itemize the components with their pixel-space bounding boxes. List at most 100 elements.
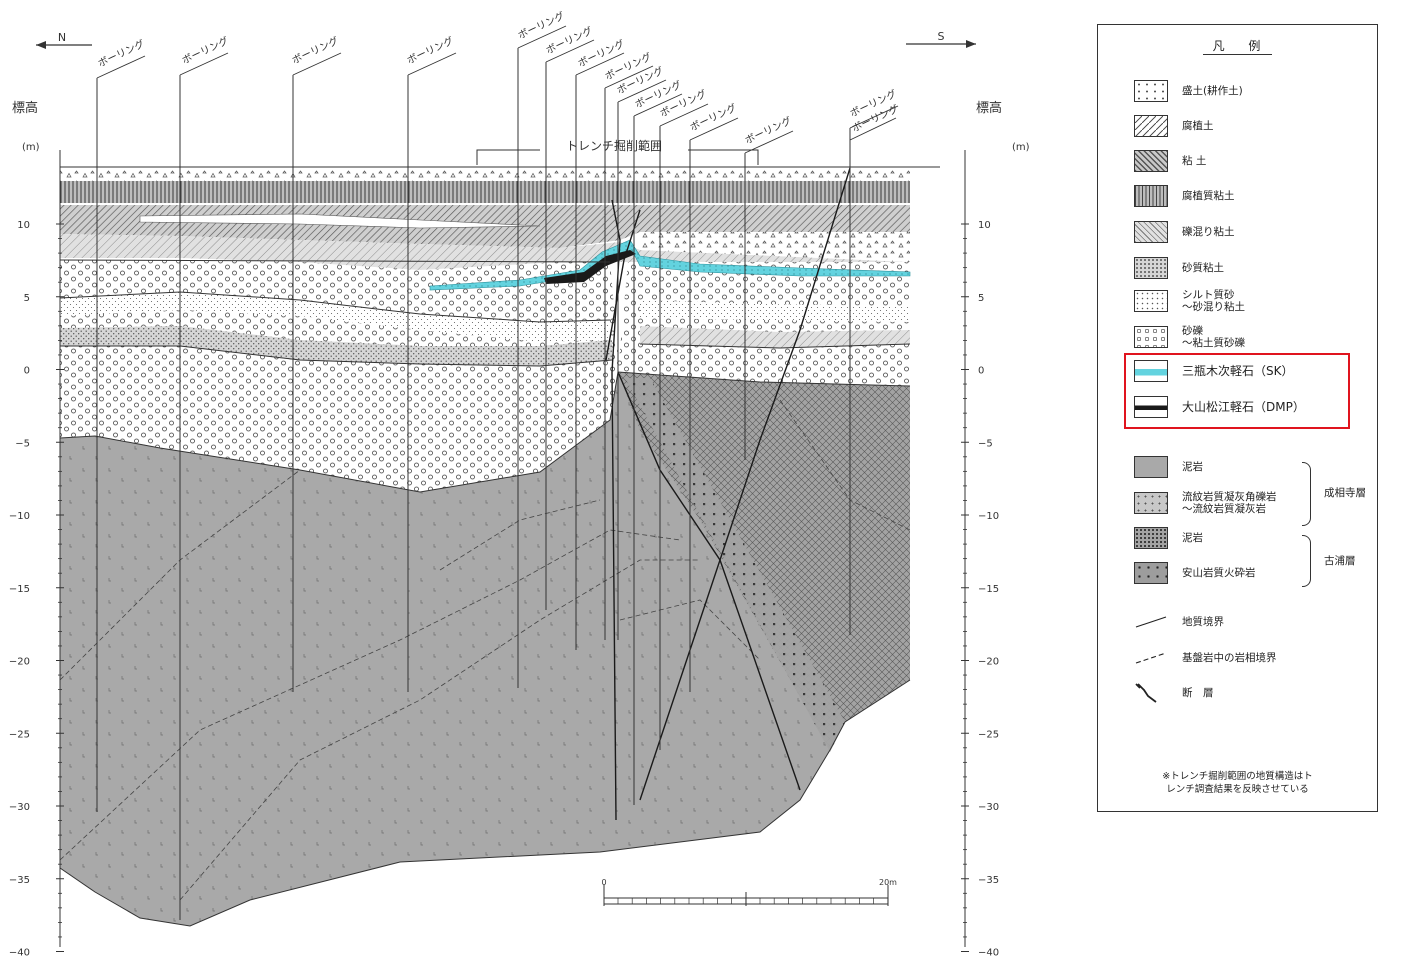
scale-bar: 0 20m: [601, 878, 897, 906]
left-tick-label: −25: [9, 729, 30, 740]
legend-item-label: 泥岩: [1182, 532, 1203, 544]
right-tick-label: −35: [978, 875, 999, 886]
legend-item-label: 地質境界: [1182, 616, 1224, 628]
left-tick-label: 0: [24, 366, 30, 377]
boring-label: ボーリング: [688, 101, 739, 134]
left-tick-label: −20: [9, 657, 30, 668]
bedrock-pyroclastic-zone: [625, 378, 845, 752]
mudstone-dots-icon: [1134, 527, 1168, 549]
legend-item: 腐植質粘土: [1134, 185, 1235, 207]
legend-item-label: 三瓶木次軽石（SK）: [1182, 364, 1294, 378]
andesite-pyroclastic-icon: [1134, 562, 1168, 584]
legend-item: 地質境界: [1134, 611, 1224, 633]
left-tick-label: 5: [24, 293, 30, 304]
legend-item-label: 腐植質粘土: [1182, 190, 1235, 202]
fault-line-icon-icon: [1135, 683, 1157, 703]
left-tick-label: −40: [9, 948, 30, 959]
boring-label: ボーリング: [290, 34, 341, 67]
vertical-lines-icon: [1134, 185, 1168, 207]
right-tick-label: −5: [978, 438, 993, 449]
right-tick-label: −20: [978, 657, 999, 668]
elevation-label-right: 標高: [976, 100, 1002, 116]
sandy-dot-icon: [1134, 257, 1168, 279]
legend-item-label: 砂質粘土: [1182, 262, 1224, 274]
legend-panel: 凡 例 盛土(耕作土) 腐植土粘 土腐植質粘土礫混り粘土砂質粘土シルト質砂 ～砂混…: [1097, 24, 1378, 812]
legend-item: 泥岩: [1134, 527, 1203, 549]
boring-label: ボーリング: [405, 34, 456, 67]
dmp-pumice-icon: [1134, 396, 1168, 418]
silt-band: [60, 292, 610, 342]
legend-item-label: 礫混り粘土: [1182, 226, 1235, 238]
legend-item-label: 断 層: [1182, 687, 1214, 699]
legend-note: ※トレンチ掘削範囲の地質構造はト レンチ調査結果を反映させている: [1162, 771, 1313, 795]
right-tick-label: 0: [978, 366, 984, 377]
silt-band-south: [640, 300, 910, 322]
legend-item-label: 安山岩質火砕岩: [1182, 567, 1256, 579]
dmp-pumice-layer: [544, 250, 636, 284]
geologic-boundaries: [59, 166, 940, 927]
humus-v-icon: [1134, 115, 1168, 137]
right-tick-label: −10: [978, 511, 999, 522]
legend-item: 流紋岩質凝灰角礫岩 ～流紋岩質凝灰岩: [1134, 491, 1277, 515]
legend-item: 断 層: [1134, 682, 1214, 704]
right-tick-label: 5: [978, 293, 984, 304]
right-tick-label: 10: [978, 220, 991, 231]
boring-label: ボーリング: [96, 37, 147, 70]
diagonal-hatch-icon: [1134, 150, 1168, 172]
dashed-boundary-icon-icon: [1135, 652, 1167, 664]
light-hatch-icon: [1134, 221, 1168, 243]
sandy-clay-band: [60, 326, 612, 366]
sandy-clay-band-south: [640, 326, 910, 348]
fill-triangles-icon: [1134, 80, 1168, 102]
legend-item-label: 基盤岩中の岩相境界: [1182, 652, 1277, 664]
svg-text:N: N: [58, 31, 66, 44]
right-elevation-axis: 10 5 0 −5 −10 −15 −20 −25 −30 −35 −40: [961, 150, 999, 959]
legend-item: 安山岩質火砕岩: [1134, 562, 1256, 584]
silt-lens: [139, 213, 541, 229]
right-tick-label: −30: [978, 802, 999, 813]
south-arrow: S: [906, 30, 976, 48]
legend-item: 三瓶木次軽石（SK）: [1134, 360, 1294, 382]
legend-item-label: 腐植土: [1182, 120, 1214, 132]
right-tick-label: −15: [978, 584, 999, 595]
right-tick-label: −25: [978, 729, 999, 740]
legend-item: 礫混り粘土: [1134, 221, 1235, 243]
legend-item-label: シルト質砂 ～砂混り粘土: [1182, 289, 1245, 313]
humic-clay-layer: [60, 181, 910, 203]
humic-soil-south: [640, 232, 910, 262]
north-arrow: N: [36, 31, 92, 49]
geological-cross-section: トレンチ掘削範囲 N S 標高 (m) 標高 (m) 10 5 0 −5 −10 −15 −…: [9, 9, 1030, 959]
svg-text:S: S: [938, 30, 945, 43]
left-tick-label: −5: [15, 438, 30, 449]
highlight-box-pumice: [1124, 353, 1350, 429]
legend-item-label: 泥岩: [1182, 461, 1203, 473]
left-tick-label: −10: [9, 511, 30, 522]
group-label-lower: 古浦層: [1324, 555, 1356, 567]
legend-title: 凡 例: [1098, 37, 1377, 55]
elevation-unit-right: (m): [1012, 142, 1030, 153]
gravel-circle-icon: [1134, 326, 1168, 348]
left-tick-label: −15: [9, 584, 30, 595]
scale-start: 0: [601, 878, 606, 887]
legend-item: 基盤岩中の岩相境界: [1134, 647, 1277, 669]
elevation-label-left: 標高: [12, 100, 38, 116]
fill-soil-layer: [60, 167, 910, 183]
group-brace-upper: [1302, 462, 1311, 526]
group-label-upper: 成相寺層: [1324, 487, 1366, 499]
right-tick-label: −40: [978, 948, 999, 959]
legend-item: 大山松江軽石（DMP）: [1134, 396, 1305, 418]
group-brace-lower: [1302, 535, 1311, 587]
elevation-unit-left: (m): [22, 142, 40, 153]
legend-item: 盛土(耕作土): [1134, 80, 1243, 102]
sk-pumice-icon: [1134, 360, 1168, 382]
boring-label: ボーリング: [743, 114, 794, 147]
trench-range-label: トレンチ掘削範囲: [566, 138, 662, 153]
left-tick-label: 10: [17, 220, 30, 231]
left-tick-label: −30: [9, 802, 30, 813]
legend-item-label: 粘 土: [1182, 155, 1207, 167]
tuff-breccia-icon: [1134, 492, 1168, 514]
legend-item-label: 流紋岩質凝灰角礫岩 ～流紋岩質凝灰岩: [1182, 491, 1277, 515]
legend-item-label: 砂礫 ～粘土質砂礫: [1182, 325, 1245, 349]
legend-item: 腐植土: [1134, 115, 1214, 137]
